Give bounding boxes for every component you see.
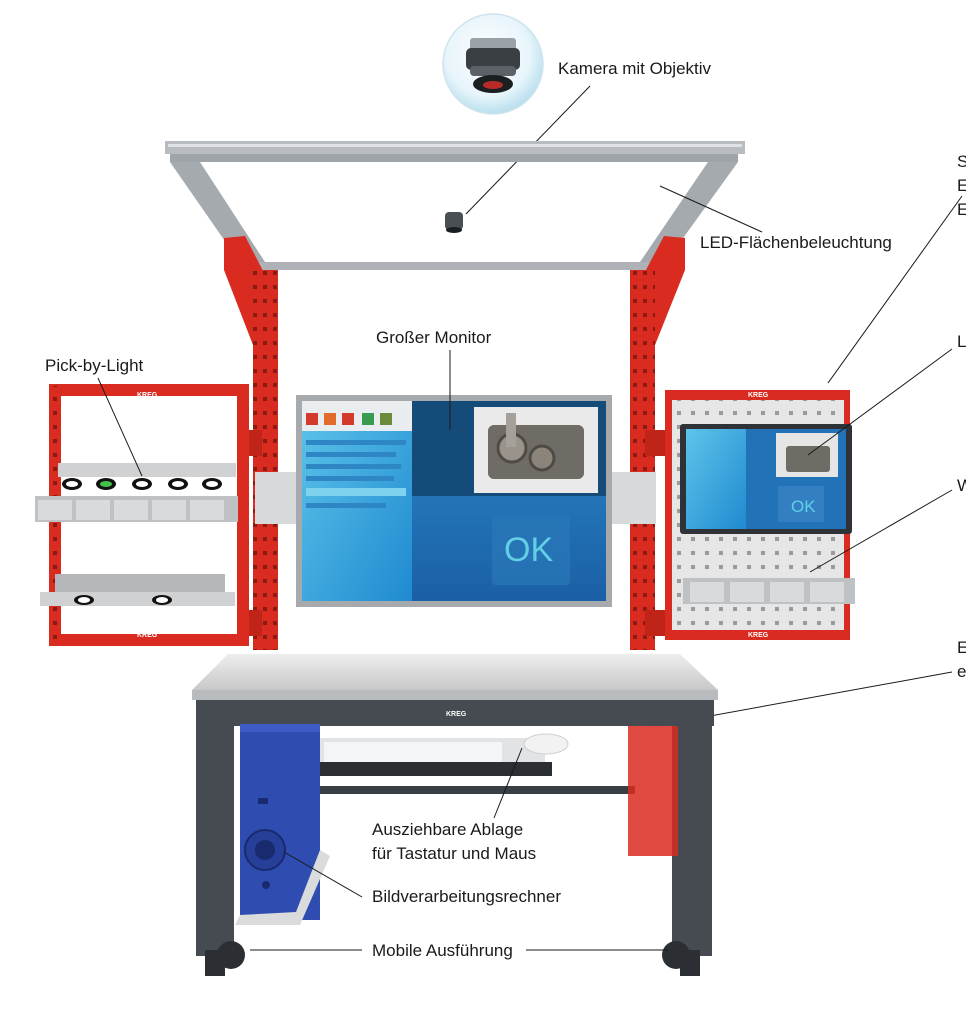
brand-label-right-top: KREG — [748, 392, 769, 399]
right-upright — [630, 236, 685, 650]
work-table: KREG — [192, 654, 718, 976]
mobile-label: Mobile Ausführung — [372, 941, 513, 960]
pick-by-light-leader-line — [97, 377, 143, 477]
led-label: LED-Flächenbeleuchtung — [700, 233, 892, 252]
clipped-label-right-bottom-1: E — [957, 638, 966, 657]
clipped-label-right-top-1: S — [957, 152, 966, 171]
computer-leader-line — [283, 851, 363, 898]
small-ok-status-text: OK — [791, 497, 816, 516]
drawer-label-line2: für Tastatur und Maus — [372, 844, 537, 863]
pick-by-light-panel: KREG KREG — [35, 384, 249, 646]
left-upright — [224, 236, 278, 650]
clipped-label-right-top-2: E — [957, 176, 966, 195]
clipped-label-right-lower: W — [957, 476, 966, 495]
pick-by-light-label: Pick-by-Light — [45, 356, 144, 375]
clipped-label-right-bottom-2: e — [957, 662, 966, 681]
brand-label-table: KREG — [446, 711, 467, 718]
right-mid-leader-line — [807, 348, 953, 456]
brand-label-left-bottom: KREG — [137, 632, 158, 639]
large-monitor-label: Großer Monitor — [376, 328, 492, 347]
right-pegboard-panel: KREG KREG OK — [665, 390, 855, 640]
brand-label-left-top: KREG — [137, 392, 158, 399]
camera-label: Kamera mit Objektiv — [558, 59, 712, 78]
right-top-leader-line — [827, 195, 963, 384]
led-leader-line — [659, 185, 763, 233]
left-monitor-bracket — [255, 472, 301, 524]
camera-closeup — [442, 13, 544, 115]
clipped-label-right-top-3: E — [957, 200, 966, 219]
right-monitor-bracket — [610, 472, 656, 524]
clipped-label-right-mid: L — [957, 332, 966, 351]
large-monitor-graphic: OK — [296, 395, 612, 607]
ok-status-text: OK — [504, 531, 553, 569]
drawer-label-line1: Ausziehbare Ablage — [372, 820, 524, 839]
brand-label-right-bottom: KREG — [748, 632, 769, 639]
drawer-leader-line — [493, 747, 523, 819]
right-lower-leader-line — [809, 489, 953, 573]
computer-label: Bildverarbeitungsrechner — [372, 887, 561, 906]
vision-computer — [235, 724, 330, 925]
